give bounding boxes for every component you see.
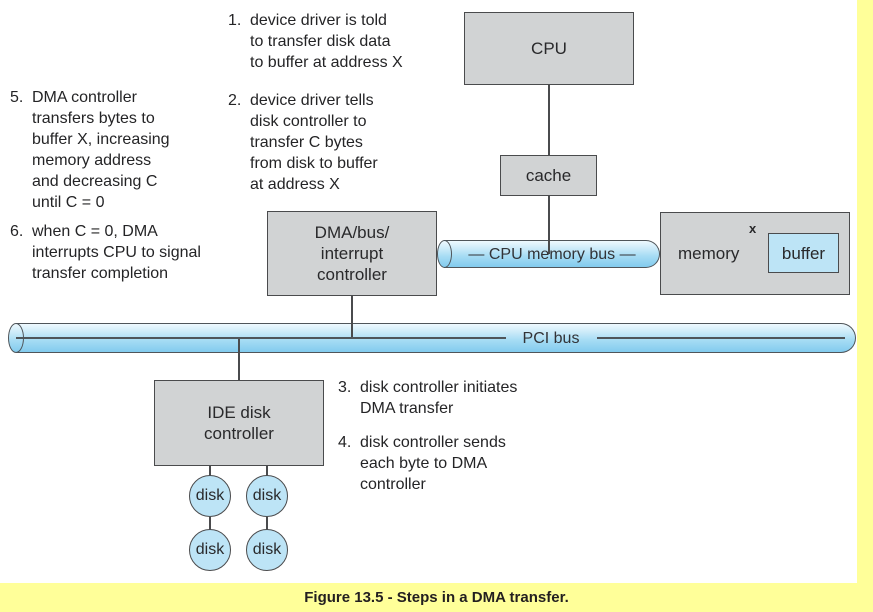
- figure-caption: Figure 13.5 - Steps in a DMA transfer.: [304, 589, 569, 606]
- note-3-number: 3.: [338, 379, 352, 396]
- note-4-text: disk controller sends each byte to DMA c…: [360, 434, 506, 493]
- cpu-memory-bus-left-cap: [437, 240, 452, 268]
- note-1-number: 1.: [228, 12, 242, 29]
- dma-controller-box: DMA/bus/ interrupt controller: [267, 211, 437, 296]
- note-6: 6. when C = 0, DMA interrupts CPU to sig…: [10, 221, 260, 284]
- note-2-text: device driver tells disk controller to t…: [250, 92, 378, 193]
- note-1-text: device driver is told to transfer disk d…: [250, 12, 403, 71]
- memory-box: memory x buffer: [660, 212, 850, 295]
- disk-1: disk: [189, 475, 231, 517]
- cpu-memory-bus-label: — CPU memory bus —: [468, 246, 636, 263]
- disk-2: disk: [246, 475, 288, 517]
- pci-bus-line-left: [16, 337, 506, 339]
- note-6-text: when C = 0, DMA interrupts CPU to signal…: [32, 223, 201, 282]
- cpu-memory-bus: [444, 240, 660, 268]
- note-5-text: DMA controller transfers bytes to buffer…: [32, 89, 170, 211]
- buffer-box: buffer: [768, 233, 839, 273]
- line-cpu-cache: [548, 85, 550, 155]
- pci-bus-line-right: [597, 337, 845, 339]
- memory-address-x: x: [749, 221, 757, 236]
- memory-label: memory: [678, 244, 740, 263]
- cache-box: cache: [500, 155, 597, 196]
- caption-bar: Figure 13.5 - Steps in a DMA transfer.: [0, 583, 873, 612]
- line-pcibus-ide: [238, 338, 240, 380]
- line-dma-pcibus: [351, 296, 353, 338]
- note-4: 4. disk controller sends each byte to DM…: [338, 432, 568, 495]
- line-disk1-disk3: [209, 517, 211, 530]
- line-disk2-disk4: [266, 517, 268, 530]
- note-2-number: 2.: [228, 92, 242, 109]
- cpu-box: CPU: [464, 12, 634, 85]
- right-yellow-strip: [857, 0, 873, 612]
- note-3: 3. disk controller initiates DMA transfe…: [338, 377, 568, 419]
- line-cache-membus: [548, 196, 550, 254]
- disk-3: disk: [189, 529, 231, 571]
- line-ide-disk2: [266, 465, 268, 476]
- note-1: 1. device driver is told to transfer dis…: [228, 10, 438, 73]
- note-2: 2. device driver tells disk controller t…: [228, 90, 438, 195]
- ide-disk-controller-box: IDE disk controller: [154, 380, 324, 466]
- note-4-number: 4.: [338, 434, 352, 451]
- note-3-text: disk controller initiates DMA transfer: [360, 379, 518, 417]
- line-ide-disk1: [209, 465, 211, 476]
- disk-4: disk: [246, 529, 288, 571]
- note-6-number: 6.: [10, 223, 24, 240]
- note-5-number: 5.: [10, 89, 24, 106]
- pci-bus-label: PCI bus: [522, 330, 580, 347]
- note-5: 5. DMA controller transfers bytes to buf…: [10, 87, 230, 213]
